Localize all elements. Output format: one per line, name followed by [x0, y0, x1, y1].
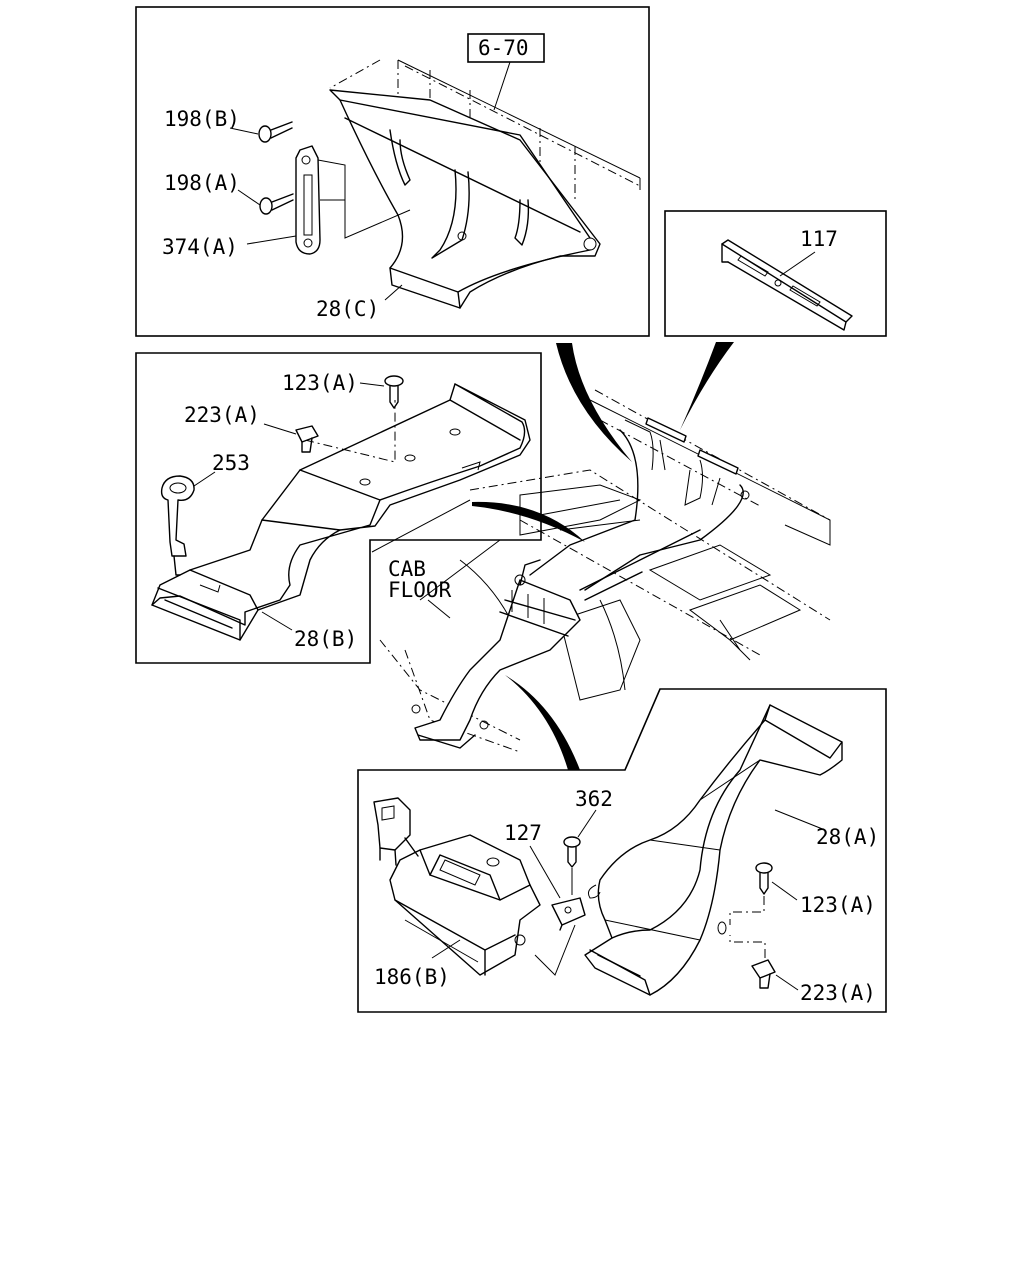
label-223a-bottom: 223(A): [800, 981, 876, 1005]
leader-swoosh: [680, 342, 734, 430]
label-223a-top: 223(A): [184, 403, 260, 427]
screw-123a-top: [359, 375, 404, 409]
panel-front-duct: 362 127 28(A) 123(A) 223(A) 186(B): [357, 688, 887, 1013]
bracket-127: [529, 845, 586, 976]
reference-box: [467, 33, 545, 63]
label-floor: FLOOR: [388, 578, 452, 602]
screw-198b: [229, 121, 293, 143]
label-123a-bottom: 123(A): [800, 893, 876, 917]
clip-253: [160, 471, 216, 576]
bracket-374a: [295, 145, 321, 255]
cab-floor-overview: CAB FLOOR: [371, 389, 831, 770]
heater-unit-186b: [373, 797, 541, 976]
screw-362: [563, 809, 597, 895]
leader-swoosh: [505, 675, 580, 770]
clip-223a-top: [263, 423, 319, 453]
label-198a: 198(A): [164, 171, 240, 195]
label-123a-top: 123(A): [282, 371, 358, 395]
label-28a: 28(A): [816, 825, 879, 849]
label-186b: 186(B): [374, 965, 450, 989]
label-28b: 28(B): [294, 627, 357, 651]
panel-bracket-117: 117: [664, 210, 887, 337]
leader-swoosh: [472, 501, 585, 542]
label-cab: CAB: [388, 557, 426, 581]
label-127: 127: [504, 821, 542, 845]
label-253: 253: [212, 451, 250, 475]
label-198b: 198(B): [164, 107, 240, 131]
label-ref-6-70: 6-70: [478, 36, 529, 60]
label-374a: 374(A): [162, 235, 238, 259]
label-117: 117: [800, 227, 838, 251]
screw-198a: [237, 189, 294, 215]
clip-223a-bottom: [729, 935, 799, 991]
label-28c: 28(C): [316, 297, 379, 321]
label-362: 362: [575, 787, 613, 811]
bracket-117: [721, 239, 853, 323]
leader-swoosh: [556, 343, 632, 462]
screw-123a-bottom: [729, 862, 798, 925]
panel-mid-duct: 123(A) 223(A) 253 28(B): [135, 352, 542, 664]
panel-rear-duct: 6-70: [135, 6, 650, 337]
